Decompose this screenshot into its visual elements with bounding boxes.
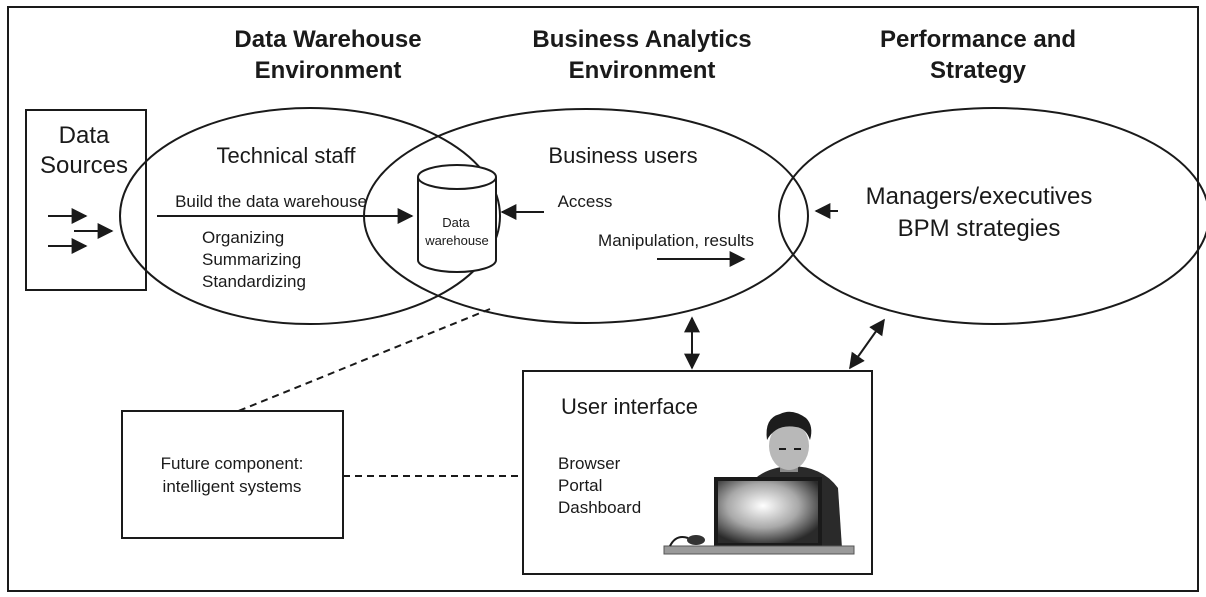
- data-warehouse-environment-ellipse: [119, 107, 501, 325]
- header-data-warehouse-env-line1: Data Warehouse: [234, 26, 421, 53]
- data-sources-box: [25, 109, 147, 291]
- strategy-ui-double-arrow: [849, 318, 885, 370]
- future-component-box: [121, 410, 344, 539]
- activity-standardizing: Standardizing: [202, 272, 306, 291]
- data-warehouse-label-line1: Data: [442, 215, 470, 230]
- header-performance-strategy-line2: Strategy: [930, 57, 1027, 84]
- header-business-analytics-env-line1: Business Analytics: [532, 26, 751, 53]
- data-sources-label-line1: Data: [59, 122, 110, 149]
- data-sources-label-line2: Sources: [40, 152, 128, 179]
- activity-summarizing: Summarizing: [202, 250, 301, 269]
- future-component-label-line2: intelligent systems: [163, 477, 302, 496]
- header-data-warehouse-env-line2: Environment: [255, 57, 402, 84]
- data-warehouse-label-line2: warehouse: [424, 233, 489, 248]
- performance-strategy-ellipse: [778, 107, 1206, 325]
- build-dw-label: Build the data warehouse: [175, 192, 367, 211]
- ui-item-dashboard: Dashboard: [558, 498, 641, 517]
- data-warehouse-cylinder-icon: [417, 164, 497, 273]
- access-label: Access: [558, 192, 613, 211]
- business-users-label: Business users: [548, 143, 697, 168]
- outer-border: [7, 6, 1199, 592]
- managers-executives-label: Managers/executives: [866, 183, 1093, 210]
- ui-item-portal: Portal: [558, 476, 602, 495]
- header-performance-strategy-line1: Performance and: [880, 26, 1076, 53]
- manipulation-label: Manipulation, results: [598, 231, 754, 250]
- user-interface-title: User interface: [561, 394, 698, 419]
- ui-item-browser: Browser: [558, 454, 621, 473]
- dashed-link-warehouse-to-future: [235, 308, 491, 413]
- user-at-laptop-illustration: [663, 411, 855, 555]
- technical-staff-label: Technical staff: [216, 143, 356, 168]
- bpm-strategies-label: BPM strategies: [898, 215, 1061, 242]
- header-business-analytics-env-line2: Environment: [569, 57, 716, 84]
- future-component-label-line1: Future component:: [161, 454, 304, 473]
- user-interface-box: [522, 370, 873, 575]
- activity-organizing: Organizing: [202, 228, 284, 247]
